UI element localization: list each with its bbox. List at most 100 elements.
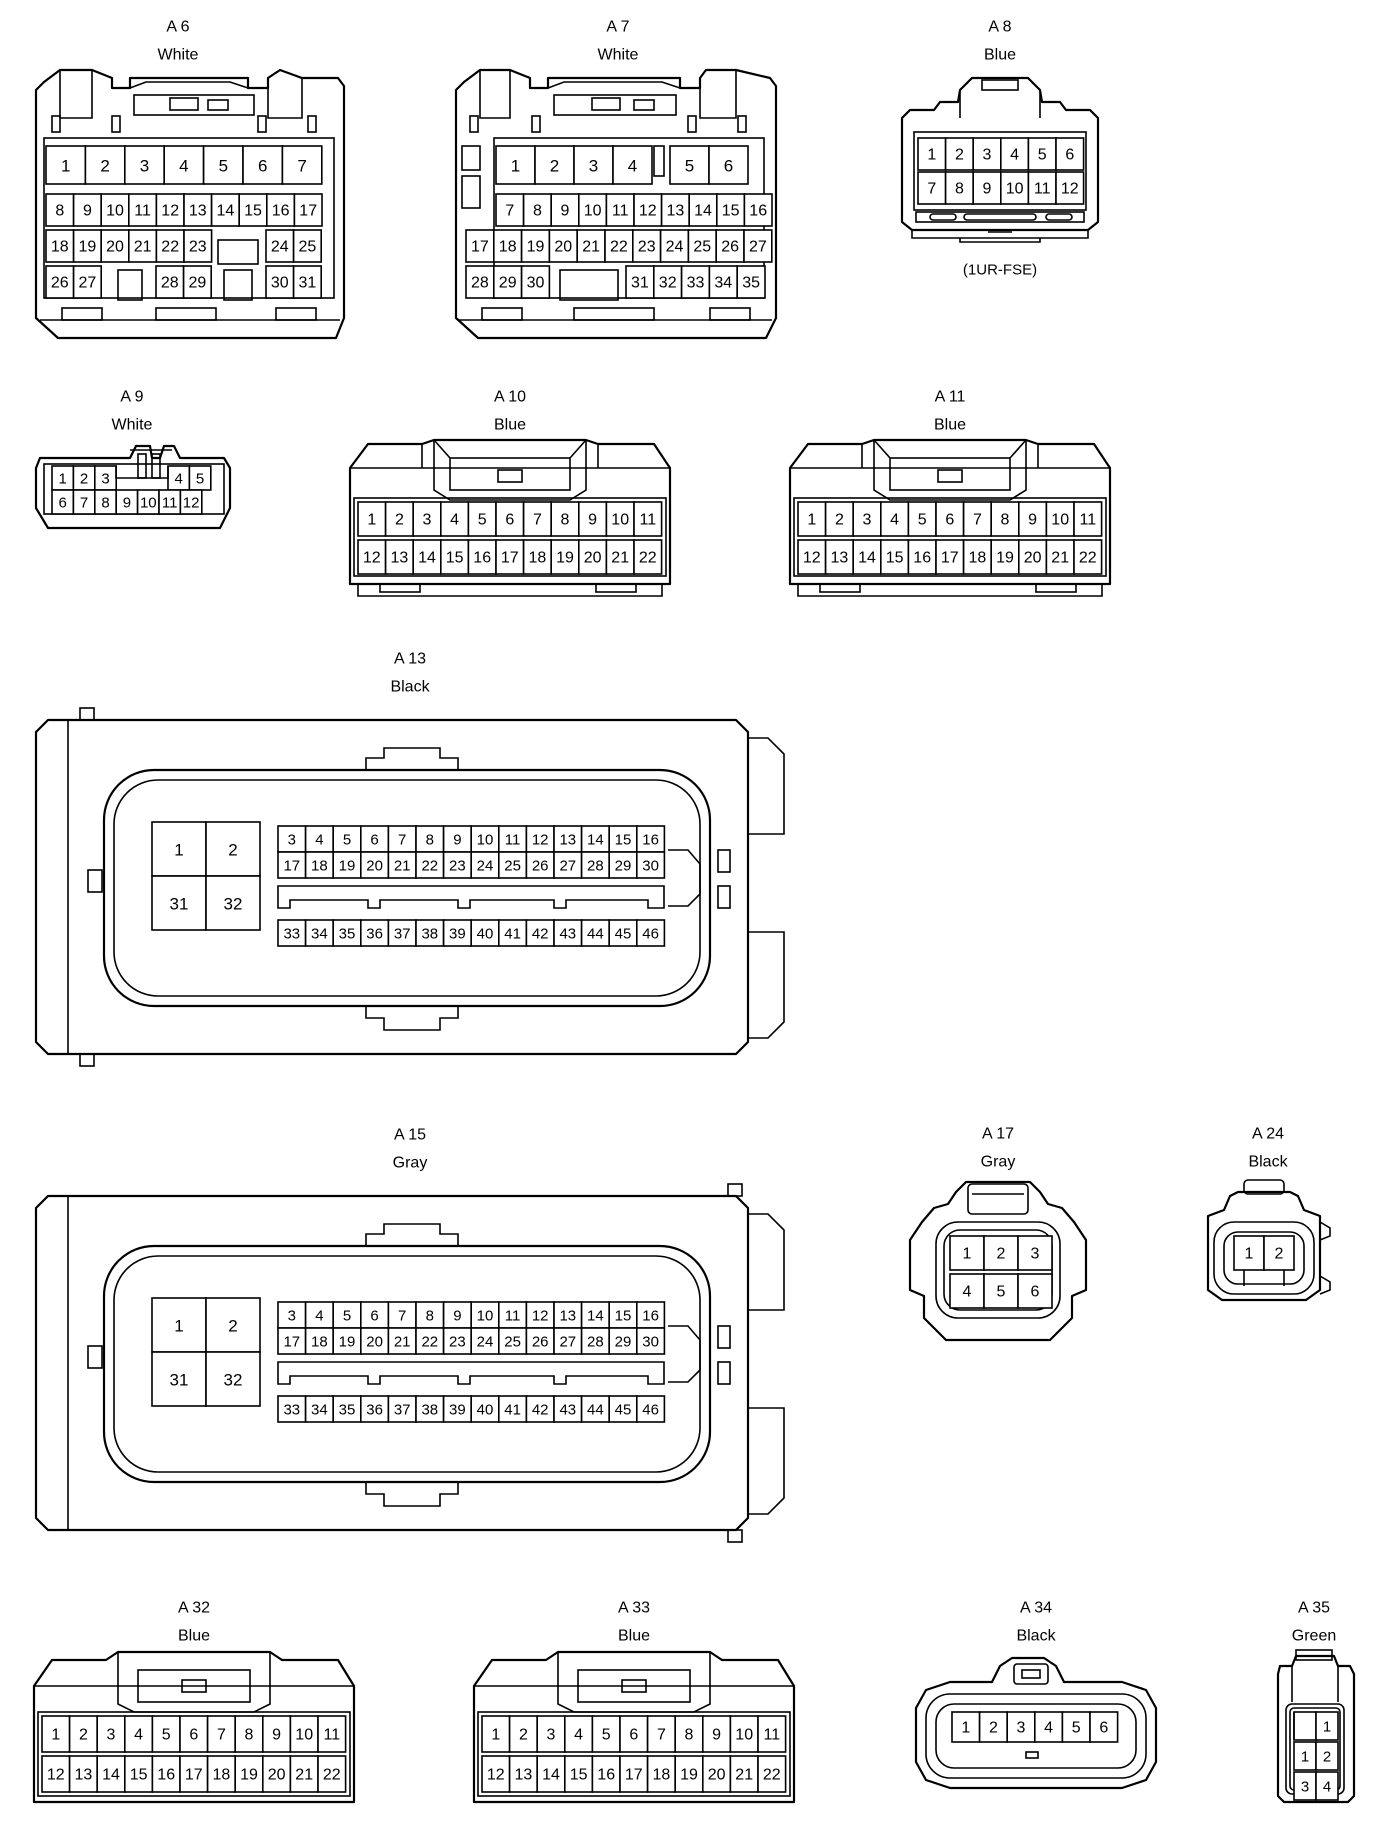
pin-number: 20 — [708, 1767, 726, 1784]
connector-label: A 24 — [1252, 1126, 1284, 1143]
pin-number: 18 — [529, 550, 547, 567]
pin-number: 6 — [629, 1727, 638, 1744]
pin-number: 9 — [588, 512, 597, 529]
pin-number: 36 — [366, 926, 383, 943]
pin-number: 4 — [1010, 147, 1019, 164]
pin-number: 5 — [685, 157, 694, 176]
connector-color: Blue — [934, 417, 966, 434]
pin-number: 17 — [283, 1334, 300, 1351]
connector-color: Blue — [494, 417, 526, 434]
pin-number: 21 — [295, 1767, 313, 1784]
pin-number: 1 — [61, 157, 70, 176]
pin-number: 12 — [1061, 181, 1079, 198]
pin-number: 14 — [542, 1767, 560, 1784]
connector-label: A 6 — [166, 19, 189, 36]
pin-number: 29 — [615, 1334, 632, 1351]
connector-label: A 17 — [982, 1126, 1014, 1143]
pin-number: 7 — [505, 203, 514, 220]
pin-number: 1 — [961, 1720, 970, 1737]
pin-number: 8 — [1001, 512, 1010, 529]
pin-number: 21 — [394, 858, 411, 875]
pin-number: 2 — [955, 147, 964, 164]
pin-number: 28 — [587, 1334, 604, 1351]
pin-number: 23 — [449, 858, 466, 875]
pin-number: 8 — [685, 1727, 694, 1744]
pin-number: 25 — [504, 858, 521, 875]
pin-number: 26 — [721, 239, 739, 256]
pin-number: 14 — [587, 1308, 604, 1325]
pin-number: 40 — [477, 1402, 494, 1419]
pin-number: 24 — [271, 239, 289, 256]
pin-number: 17 — [283, 858, 300, 875]
pin-number: 27 — [559, 1334, 576, 1351]
pin-number: 1 — [59, 471, 67, 488]
pin-number: 8 — [533, 203, 542, 220]
pin-number: 11 — [1079, 512, 1096, 529]
pin-number: 21 — [394, 1334, 411, 1351]
pin-number: 11 — [323, 1727, 340, 1744]
pin-number: 11 — [505, 1308, 521, 1325]
pin-number: 10 — [477, 1308, 494, 1325]
pin-number: 14 — [418, 550, 436, 567]
pin-number: 40 — [477, 926, 494, 943]
pin-number: 9 — [712, 1727, 721, 1744]
pin-number: 31 — [170, 1371, 189, 1390]
pin-number: 7 — [533, 512, 542, 529]
connector-color: Gray — [393, 1155, 428, 1172]
pin-number: 7 — [217, 1727, 226, 1744]
pin-number: 19 — [79, 239, 97, 256]
pin-number: 21 — [134, 239, 152, 256]
pin-number: 16 — [597, 1767, 615, 1784]
pin-number: 5 — [997, 1284, 1006, 1301]
pin-number: 34 — [311, 926, 328, 943]
pin-number: 26 — [51, 275, 69, 292]
pin-number: 44 — [587, 926, 604, 943]
pin-number: 19 — [527, 239, 545, 256]
pin-number: 2 — [835, 512, 844, 529]
pin-number: 10 — [477, 832, 494, 849]
connector-label: A 9 — [120, 389, 143, 406]
pin-number: 6 — [370, 832, 378, 849]
pin-number: 5 — [1072, 1720, 1081, 1737]
pin-number: 4 — [890, 512, 899, 529]
connector-label: A 15 — [394, 1127, 426, 1144]
pin-number: 19 — [339, 1334, 356, 1351]
pin-number: 13 — [189, 203, 207, 220]
pin-number: 9 — [272, 1727, 281, 1744]
pin-number: 3 — [107, 1727, 116, 1744]
pin-number: 2 — [80, 471, 88, 488]
pin-number: 22 — [763, 1767, 781, 1784]
connector-color: Black — [1016, 1628, 1056, 1645]
pin-number: 17 — [941, 550, 959, 567]
pin-number: 29 — [615, 858, 632, 875]
pin-number: 20 — [366, 858, 383, 875]
pin-number: 1 — [174, 841, 183, 860]
pin-number: 11 — [505, 832, 521, 849]
pin-number: 9 — [561, 203, 570, 220]
pin-number: 20 — [584, 550, 602, 567]
pin-number: 16 — [473, 550, 491, 567]
pin-number: 17 — [625, 1767, 643, 1784]
pin-number: 38 — [421, 926, 438, 943]
pin-number: 41 — [504, 926, 521, 943]
pin-number: 9 — [83, 203, 92, 220]
pin-number: 25 — [504, 1334, 521, 1351]
pin-number: 15 — [446, 550, 464, 567]
pin-number: 4 — [179, 157, 188, 176]
connector-label: A 8 — [988, 19, 1011, 36]
pin-number: 20 — [106, 239, 124, 256]
pin-number: 44 — [587, 1402, 604, 1419]
pin-number: 30 — [271, 275, 289, 292]
pin-number: 7 — [398, 832, 406, 849]
pin-number: 7 — [398, 1308, 406, 1325]
pin-number: 3 — [547, 1727, 556, 1744]
pin-number: 2 — [228, 841, 237, 860]
pin-number: 6 — [1031, 1284, 1040, 1301]
pin-number: 17 — [501, 550, 519, 567]
pin-number: 4 — [1044, 1720, 1053, 1737]
pin-number: 3 — [288, 832, 296, 849]
pin-number: 24 — [666, 239, 684, 256]
pin-number: 3 — [288, 1308, 296, 1325]
